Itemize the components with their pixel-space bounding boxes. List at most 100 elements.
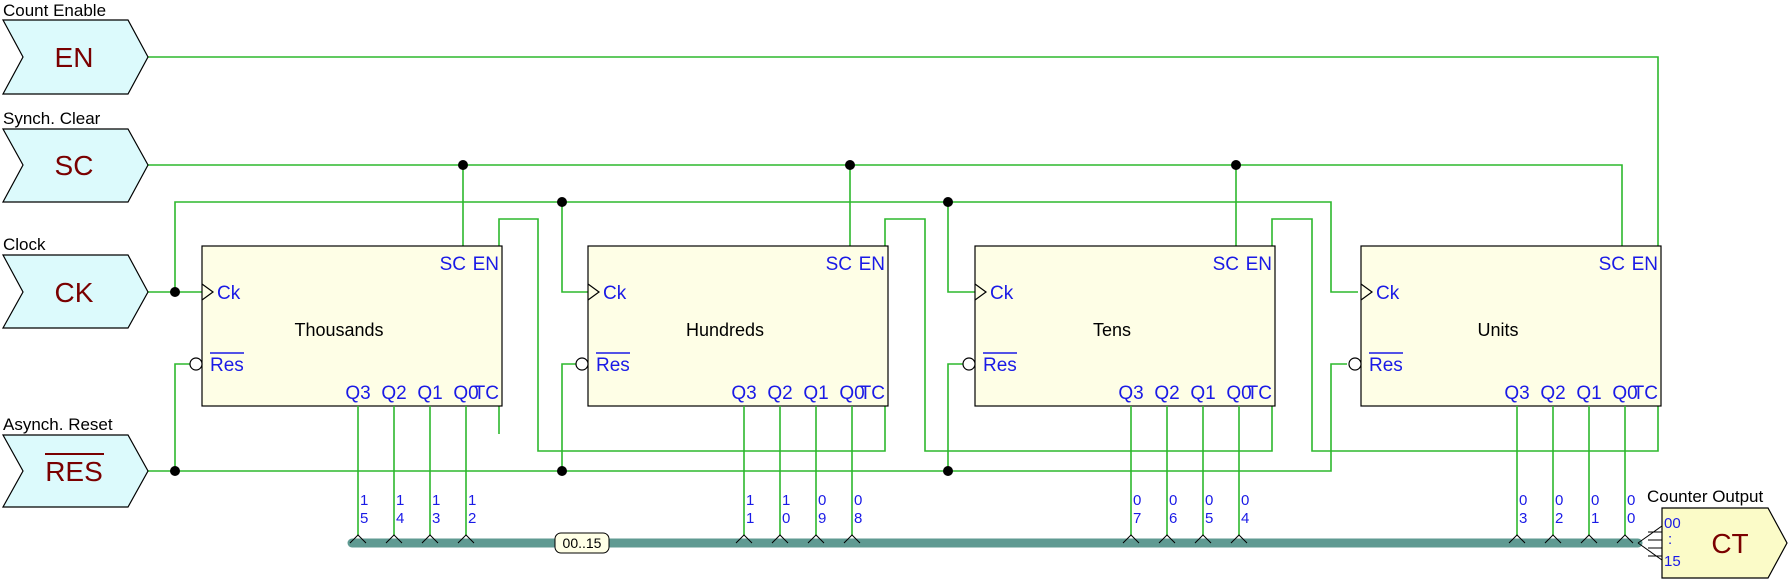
port-sc-caption: Synch. Clear: [3, 109, 101, 128]
bit-index-digit: 4: [396, 510, 404, 527]
pin-q2: Q2: [1540, 383, 1565, 404]
bit-tap-entry: [771, 534, 789, 544]
bit-tap-entry: [843, 534, 861, 544]
bit-index-digit: 0: [1519, 492, 1527, 509]
bit-index-digit: 0: [1205, 492, 1213, 509]
pin-tc: TC: [860, 383, 885, 404]
bit-index-digit: 4: [1241, 510, 1249, 527]
block-body[interactable]: [1360, 245, 1662, 407]
bit-tap-entry: [807, 534, 825, 544]
pin-q3: Q3: [345, 383, 370, 404]
bit-index-digit: 5: [1205, 510, 1213, 527]
block-name: Hundreds: [686, 320, 764, 340]
junction-dot: [943, 197, 953, 207]
bit-index-digit: 0: [1627, 492, 1635, 509]
bit-index-digit: 0: [818, 492, 826, 509]
junction-dot: [1231, 160, 1241, 170]
output-label: CT: [1711, 528, 1748, 559]
pin-q2: Q2: [381, 383, 406, 404]
port-sc-shape[interactable]: [1, 128, 149, 203]
bit-index-digit: 0: [1591, 492, 1599, 509]
pin-tc: TC: [1247, 383, 1272, 404]
port-res-shape[interactable]: [1, 434, 149, 508]
pin-q0: Q0: [839, 383, 864, 404]
bus-label: 00..15: [554, 532, 610, 554]
block-name: Tens: [1093, 320, 1131, 340]
block-body[interactable]: [201, 245, 503, 407]
en-wire: [148, 56, 1659, 246]
pin-q3: Q3: [731, 383, 756, 404]
output-range-bottom: 15: [1664, 553, 1681, 570]
pin-ck: Ck: [990, 283, 1014, 304]
bit-index-digit: 0: [854, 492, 862, 509]
bit-index-digit: 1: [432, 492, 440, 509]
res-wire: [148, 363, 1347, 472]
pin-sc: SC: [1213, 254, 1239, 275]
bit-tap-entry: [1616, 534, 1634, 544]
reset-bubble: [962, 357, 976, 371]
bit-tap-entry: [1580, 534, 1598, 544]
output-port[interactable]: Counter Output 00 : 15 CT: [1637, 487, 1788, 579]
bit-index-digit: 1: [746, 510, 754, 527]
ck-tap-tens: [947, 202, 975, 293]
port-ck-shape[interactable]: [1, 254, 149, 329]
bit-tap-entry: [385, 534, 403, 544]
port-ck[interactable]: Clock CK: [1, 235, 149, 329]
block-name: Thousands: [294, 320, 383, 340]
output-bus-entry: [1637, 525, 1663, 561]
pin-en: EN: [1632, 254, 1658, 275]
port-en-label: EN: [55, 42, 94, 73]
junction-dot: [845, 160, 855, 170]
ck-bus-top: [174, 201, 1358, 293]
port-ck-caption: Clock: [3, 235, 46, 254]
output-shape[interactable]: [1661, 507, 1788, 579]
bit-index-digit: 1: [396, 492, 404, 509]
bit-index-digit: 2: [468, 510, 476, 527]
bit-tap-entry: [1544, 534, 1562, 544]
bit-index-digit: 0: [1627, 510, 1635, 527]
bit-index-digit: 1: [1591, 510, 1599, 527]
bit-index-digit: 0: [1169, 492, 1177, 509]
res-tap-tens: [947, 363, 964, 471]
pin-q3: Q3: [1504, 383, 1529, 404]
bit-index-digit: 0: [1241, 492, 1249, 509]
port-res[interactable]: Asynch. Reset RES: [1, 415, 149, 508]
pin-q1: Q1: [803, 383, 828, 404]
pin-tc: TC: [1633, 383, 1658, 404]
bit-index-digit: 0: [1133, 492, 1141, 509]
output-range-mid: :: [1668, 531, 1672, 548]
bit-index-digit: 1: [360, 492, 368, 509]
bit-tap-entry: [1508, 534, 1526, 544]
bit-index-digit: 1: [782, 492, 790, 509]
pin-res: Res: [1369, 355, 1403, 376]
pin-en: EN: [859, 254, 885, 275]
port-en-shape[interactable]: [1, 19, 149, 95]
bit-index-digit: 3: [432, 510, 440, 527]
junction-dot: [170, 466, 180, 476]
port-sc[interactable]: Synch. Clear SC: [1, 109, 149, 203]
bit-index-digit: 2: [1555, 510, 1563, 527]
junction-dot: [557, 197, 567, 207]
port-en[interactable]: Count Enable EN: [1, 1, 149, 95]
bit-tap-entry: [457, 534, 475, 544]
sc-wire: [148, 164, 1623, 246]
bit-tap-entry: [1122, 534, 1140, 544]
res-tap-hundreds: [561, 363, 577, 471]
block-body[interactable]: [587, 245, 889, 407]
clock-triangle: [201, 283, 215, 301]
pin-sc: SC: [1599, 254, 1625, 275]
junction-dot: [170, 287, 180, 297]
pin-q0: Q0: [453, 383, 478, 404]
block-body[interactable]: [974, 245, 1276, 407]
port-en-caption: Count Enable: [3, 1, 106, 20]
bit-tap-entry: [1158, 534, 1176, 544]
tc-units-to-en-tens: [1271, 218, 1659, 452]
pin-res: Res: [983, 355, 1017, 376]
